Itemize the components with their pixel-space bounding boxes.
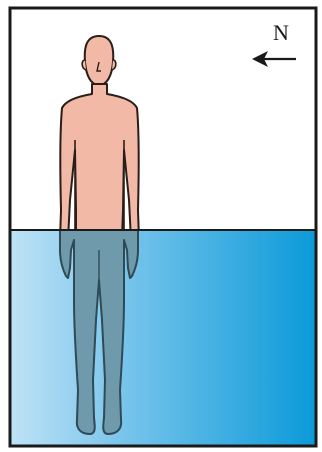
air-region xyxy=(10,8,316,230)
water-region xyxy=(10,230,316,446)
compass-north-label: N xyxy=(273,22,289,44)
